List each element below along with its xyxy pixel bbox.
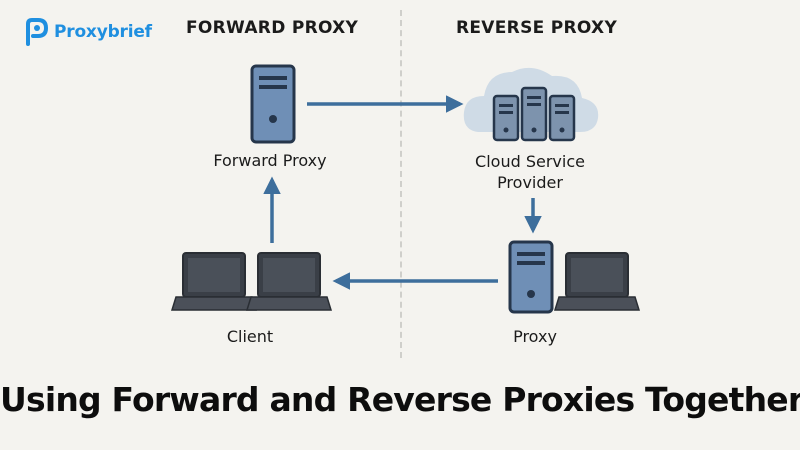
forward-proxy-heading: FORWARD PROXY <box>186 18 359 38</box>
forward-proxy-server-icon <box>250 64 296 144</box>
client-label: Client <box>226 327 274 346</box>
proxy-label: Proxy <box>513 327 557 346</box>
cloud-provider-label-line1: Cloud Service <box>475 152 585 171</box>
client-laptop-left-icon <box>170 252 258 311</box>
reverse-proxy-heading: REVERSE PROXY <box>456 18 618 38</box>
cloud-provider-label-line2: Provider <box>497 173 563 192</box>
cloud-servers-icon <box>463 67 599 142</box>
proxybrief-logo-icon <box>26 18 48 46</box>
reverse-proxy-server-icon <box>508 240 554 314</box>
server-side-laptop-icon <box>553 252 641 311</box>
forward-proxy-label: Forward Proxy <box>213 151 327 170</box>
page-title: Using Forward and Reverse Proxies Togeth… <box>0 380 800 419</box>
section-divider <box>400 10 402 358</box>
client-laptop-right-icon <box>245 252 333 311</box>
brand-name: Proxybrief <box>54 22 152 42</box>
cloud-provider-label: Cloud Service Provider <box>455 151 605 193</box>
brand-logo: Proxybrief <box>24 18 152 46</box>
